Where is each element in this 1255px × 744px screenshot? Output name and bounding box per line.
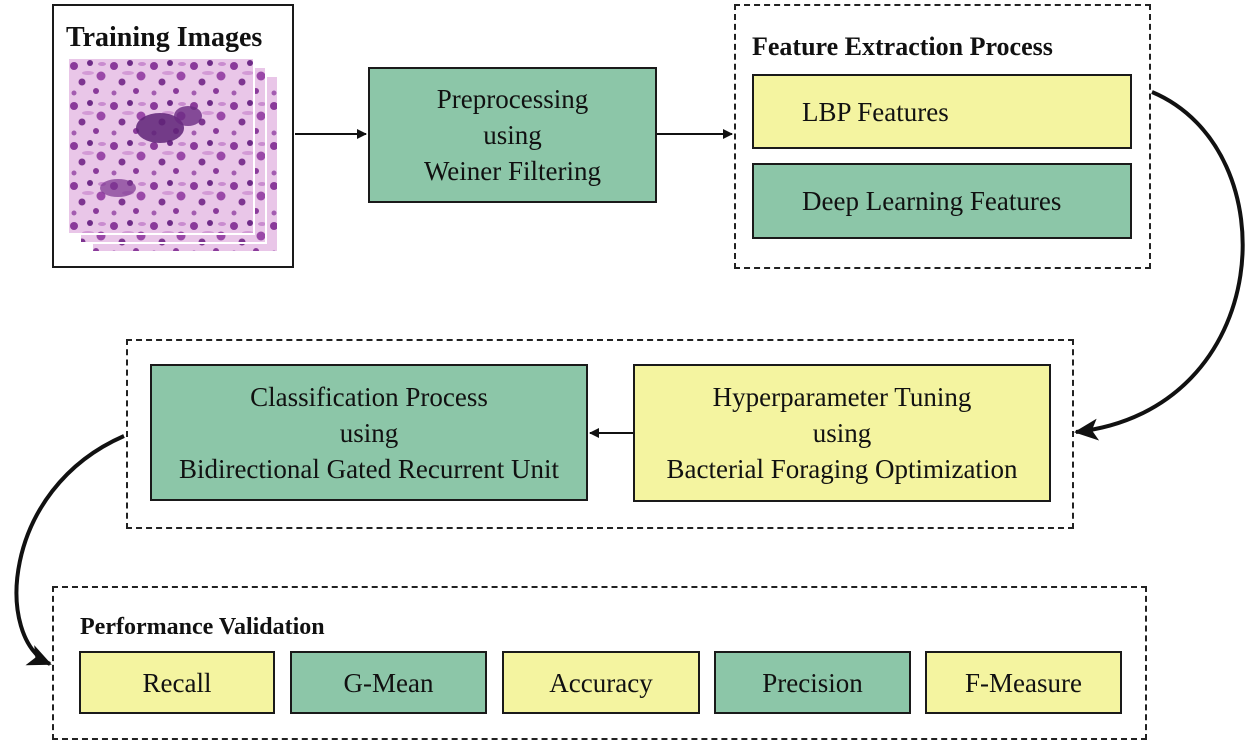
lbp-features-label: LBP Features	[802, 96, 949, 127]
hyperparameter-line-2: using	[812, 418, 872, 448]
preprocessing-line-2: using	[483, 120, 542, 150]
metric-g-mean: G-Mean	[290, 651, 487, 714]
metric-recall-label: Recall	[142, 667, 212, 698]
arrow-features-to-hyperparameter	[1074, 90, 1245, 441]
metric-accuracy: Accuracy	[502, 651, 700, 714]
preprocessing-line-3: Weiner Filtering	[423, 156, 602, 186]
optimization-classification-group	[126, 339, 1074, 529]
arrow-classification-to-performance	[14, 434, 125, 666]
classification-box: Classification Process using Bidirection…	[150, 364, 588, 501]
performance-validation-title: Performance Validation	[80, 614, 325, 640]
metric-precision: Precision	[714, 651, 911, 714]
metric-recall: Recall	[79, 651, 275, 714]
lbp-features-box: LBP Features	[752, 74, 1132, 149]
metric-f-measure: F-Measure	[925, 651, 1122, 714]
classification-line-2: using	[339, 417, 399, 448]
feature-extraction-title: Feature Extraction Process	[752, 32, 1053, 61]
preprocessing-box: Preprocessing using Weiner Filtering	[368, 67, 657, 203]
hyperparameter-line-3: Bacterial Foraging Optimization	[666, 454, 1018, 484]
metric-f-measure-label: F-Measure	[965, 667, 1082, 698]
histology-image-stack	[68, 58, 279, 253]
metric-accuracy-label: Accuracy	[549, 667, 653, 698]
classification-line-3: Bidirectional Gated Recurrent Unit	[178, 453, 560, 484]
metric-g-mean-label: G-Mean	[343, 667, 434, 698]
hyperparameter-line-1: Hyperparameter Tuning	[712, 382, 972, 412]
feature-extraction-group: Feature Extraction Process	[734, 4, 1151, 269]
hyperparameter-tuning-box: Hyperparameter Tuning using Bacterial Fo…	[633, 364, 1051, 502]
preprocessing-line-1: Preprocessing	[436, 84, 589, 114]
training-images-panel: Training Images	[52, 4, 294, 268]
metric-precision-label: Precision	[762, 667, 863, 698]
training-images-title: Training Images	[66, 22, 263, 53]
stack-layer-front	[68, 58, 255, 235]
classification-line-1: Classification Process	[250, 381, 488, 412]
deep-learning-features-box: Deep Learning Features	[752, 163, 1132, 239]
deep-learning-features-label: Deep Learning Features	[802, 186, 1062, 216]
performance-validation-group: Performance Validation	[52, 586, 1147, 740]
